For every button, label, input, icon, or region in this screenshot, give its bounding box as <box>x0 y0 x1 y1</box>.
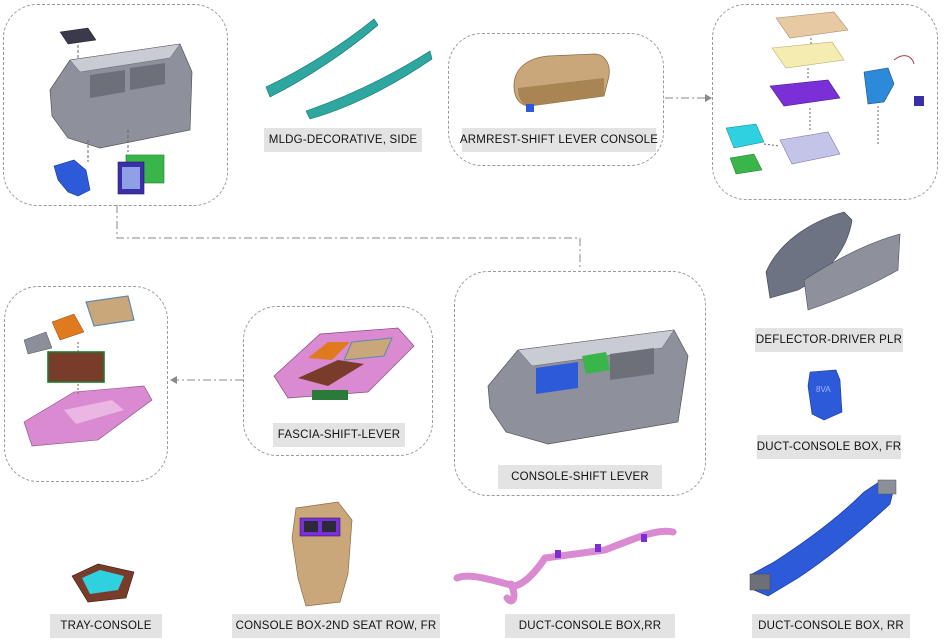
duct-fr-marking: 8VA <box>816 385 831 394</box>
group-fascia <box>243 306 433 456</box>
pink-pipe <box>453 527 677 590</box>
console-box-body <box>291 501 353 607</box>
duct-rr-small-art <box>453 527 677 605</box>
label-fascia-shift-lever: FASCIA-SHIFT-LEVER <box>273 423 405 447</box>
teal-strip-lower <box>305 50 433 120</box>
gray-bracket <box>23 331 53 355</box>
tan-bezel <box>85 295 135 327</box>
fascia-maroon-panel <box>298 360 364 386</box>
group-console-shift-lever <box>454 271 706 496</box>
purple-pad <box>769 79 841 107</box>
teal-strip-upper <box>265 18 379 98</box>
tray-exploded-art <box>23 295 153 447</box>
duct-rr-art <box>749 479 897 597</box>
mldg-decorative-art <box>265 18 433 120</box>
maroon-panel <box>47 351 105 383</box>
orange-bracket <box>51 313 85 341</box>
deflector-art <box>765 211 901 311</box>
label-tray-console: TRAY-CONSOLE <box>50 614 162 638</box>
main-assembly-exploded-art <box>49 27 193 197</box>
duct-fr-art: 8VA <box>807 369 843 421</box>
lavender-base <box>779 131 841 165</box>
console-box-2nd-row-art <box>291 501 353 607</box>
blue-hinge <box>863 67 895 105</box>
label-mldg-decorative-side: MLDG-DECORATIVE, SIDE <box>264 128 422 152</box>
label-duct-console-box-rr-small: DUCT-CONSOLE BOX,RR <box>505 614 675 638</box>
group-armrest-exploded <box>712 4 938 200</box>
tan-cover <box>775 11 849 39</box>
group-main-assembly-exploded <box>3 4 228 206</box>
label-console-shift-lever: CONSOLE-SHIFT LEVER <box>498 465 662 489</box>
fascia-art <box>273 327 415 400</box>
tray-inner <box>82 570 124 594</box>
console-shift-lever-art <box>487 329 689 445</box>
blue-duct-large <box>751 479 895 597</box>
connector-console-to-main-assembly <box>116 205 581 268</box>
duct-fr-body <box>807 369 843 421</box>
group-armrest <box>448 33 664 166</box>
label-armrest-shift-lever-console: ARMREST-SHIFT LEVER CONSOLE <box>460 128 658 152</box>
label-deflector-driver-plr: DEFLECTOR-DRIVER PLR <box>755 328 903 352</box>
arrowhead-armrest <box>705 94 712 102</box>
group-tray-exploded <box>4 286 168 482</box>
label-console-box-2nd-seat-row-fr: CONSOLE BOX-2ND SEAT ROW, FR <box>232 614 440 638</box>
armrest-art <box>513 53 610 112</box>
green-part <box>729 153 763 175</box>
deflector-right <box>803 233 901 311</box>
fascia-tan-insert <box>343 337 393 361</box>
fascia-orange-insert <box>308 342 350 360</box>
mat-part <box>59 27 97 45</box>
blue-duct-part <box>53 159 91 197</box>
label-duct-console-box-fr: DUCT-CONSOLE BOX, FR <box>757 435 901 459</box>
cyan-part <box>725 123 765 149</box>
armrest-exploded-art <box>725 11 924 175</box>
green-shifter <box>582 352 610 374</box>
label-duct-console-box-rr: DUCT-CONSOLE BOX, RR <box>752 614 910 638</box>
arrowhead-fascia <box>170 376 177 384</box>
tray-console-art <box>71 563 135 603</box>
yellow-foam <box>771 41 845 69</box>
